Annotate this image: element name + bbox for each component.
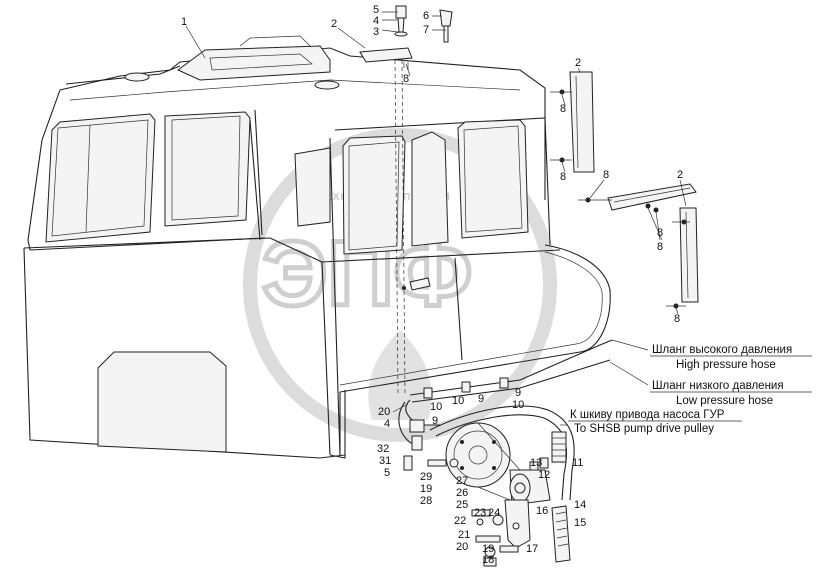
label-9-a: 9 [478,393,484,405]
cab-body [23,35,611,459]
part-labels: 1 2 5 4 3 6 7 8 2 8 8 8 2 8 8 8 10 9 9 1… [181,4,683,566]
label-15: 15 [574,517,586,529]
label-10-c: 10 [430,401,442,413]
label-16: 16 [536,505,548,517]
label-8-bracket-c: 8 [603,169,609,181]
label-8-bracket-d: 8 [657,227,663,239]
right-brackets [550,71,699,309]
label-28: 28 [420,495,432,507]
label-24: 24 [488,507,500,519]
label-20-b: 20 [456,541,468,553]
caption-low-pressure-en: Low pressure hose [676,395,773,407]
label-4-b: 4 [384,418,390,430]
watermark-ring [243,128,557,442]
caption-low-pressure-ru: Шланг низкого давления [652,380,784,392]
leader-lines [185,11,687,413]
label-2-bracket-b: 2 [677,169,683,181]
label-5-top: 5 [373,4,379,16]
label-20-a: 20 [378,406,390,418]
label-17: 17 [526,543,538,555]
label-22: 22 [454,515,466,527]
label-23: 23 [474,507,486,519]
door-handle [409,277,431,291]
caption-high-pressure-en: High pressure hose [676,359,776,371]
label-4-top: 4 [373,15,379,27]
label-12: 12 [538,469,550,481]
label-6-top: 6 [423,10,429,22]
label-8-bracket-a: 8 [560,103,566,115]
label-9-c: 9 [432,415,438,427]
label-13: 13 [530,457,542,469]
label-29: 29 [420,471,432,483]
watermark-wheat-icon [368,330,432,420]
caption-pulley-en: To SHSB pump drive pulley [574,423,714,435]
label-26: 26 [456,487,468,499]
label-10-b: 10 [512,399,524,411]
label-2-top: 2 [331,18,337,30]
captions: Шланг высокого давления High pressure ho… [568,344,812,435]
label-32: 32 [377,443,389,455]
label-19-a: 19 [420,483,432,495]
hose-assembly [398,339,649,567]
label-25: 25 [456,499,468,511]
label-21: 21 [458,529,470,541]
label-2-bracket: 2 [575,57,581,69]
label-9-b: 9 [515,387,521,399]
label-5-b: 5 [384,467,390,479]
label-10-a: 10 [452,395,464,407]
label-19-b: 19 [482,543,494,555]
caption-pulley-ru: К шкиву привода насоса ГУР [570,409,725,421]
label-7-top: 7 [423,24,429,36]
label-31: 31 [379,455,391,467]
label-8-roof: 8 [403,73,409,85]
label-11: 11 [572,457,583,469]
label-27: 27 [456,475,468,487]
caption-high-pressure-ru: Шланг высокого давления [652,344,792,356]
label-8-bracket-b: 8 [560,171,566,183]
label-8-bracket-f: 8 [674,313,680,325]
label-18: 18 [482,554,494,566]
label-3-top: 3 [373,26,379,38]
label-8-bracket-e: 8 [657,241,663,253]
label-14: 14 [574,499,586,511]
label-1: 1 [181,16,187,28]
